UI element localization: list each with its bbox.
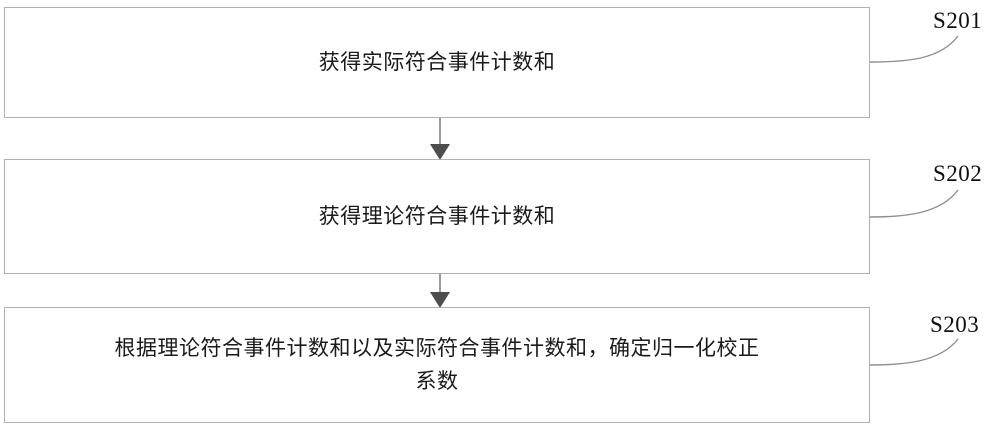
- flowchart-step-s203: 根据理论符合事件计数和以及实际符合事件计数和，确定归一化校正 系数: [4, 307, 870, 423]
- connector-step2-to-step3: [430, 274, 450, 308]
- step-s203-text: 根据理论符合事件计数和以及实际符合事件计数和，确定归一化校正 系数: [114, 336, 760, 393]
- flowchart-step-s201: 获得实际符合事件计数和: [4, 7, 870, 118]
- connector-step1-to-step2: [430, 118, 450, 160]
- step-s201-text: 获得实际符合事件计数和: [318, 50, 556, 75]
- step-label-s201: S201: [933, 8, 983, 33]
- leader-line-s201: [869, 35, 959, 63]
- step-s202-text: 获得理论符合事件计数和: [318, 204, 556, 229]
- step-label-s202: S202: [933, 161, 983, 186]
- step-label-s203: S203: [930, 312, 980, 337]
- flowchart-step-s202: 获得理论符合事件计数和: [4, 159, 870, 274]
- leader-line-s203: [869, 338, 959, 366]
- leader-line-s202: [869, 189, 959, 218]
